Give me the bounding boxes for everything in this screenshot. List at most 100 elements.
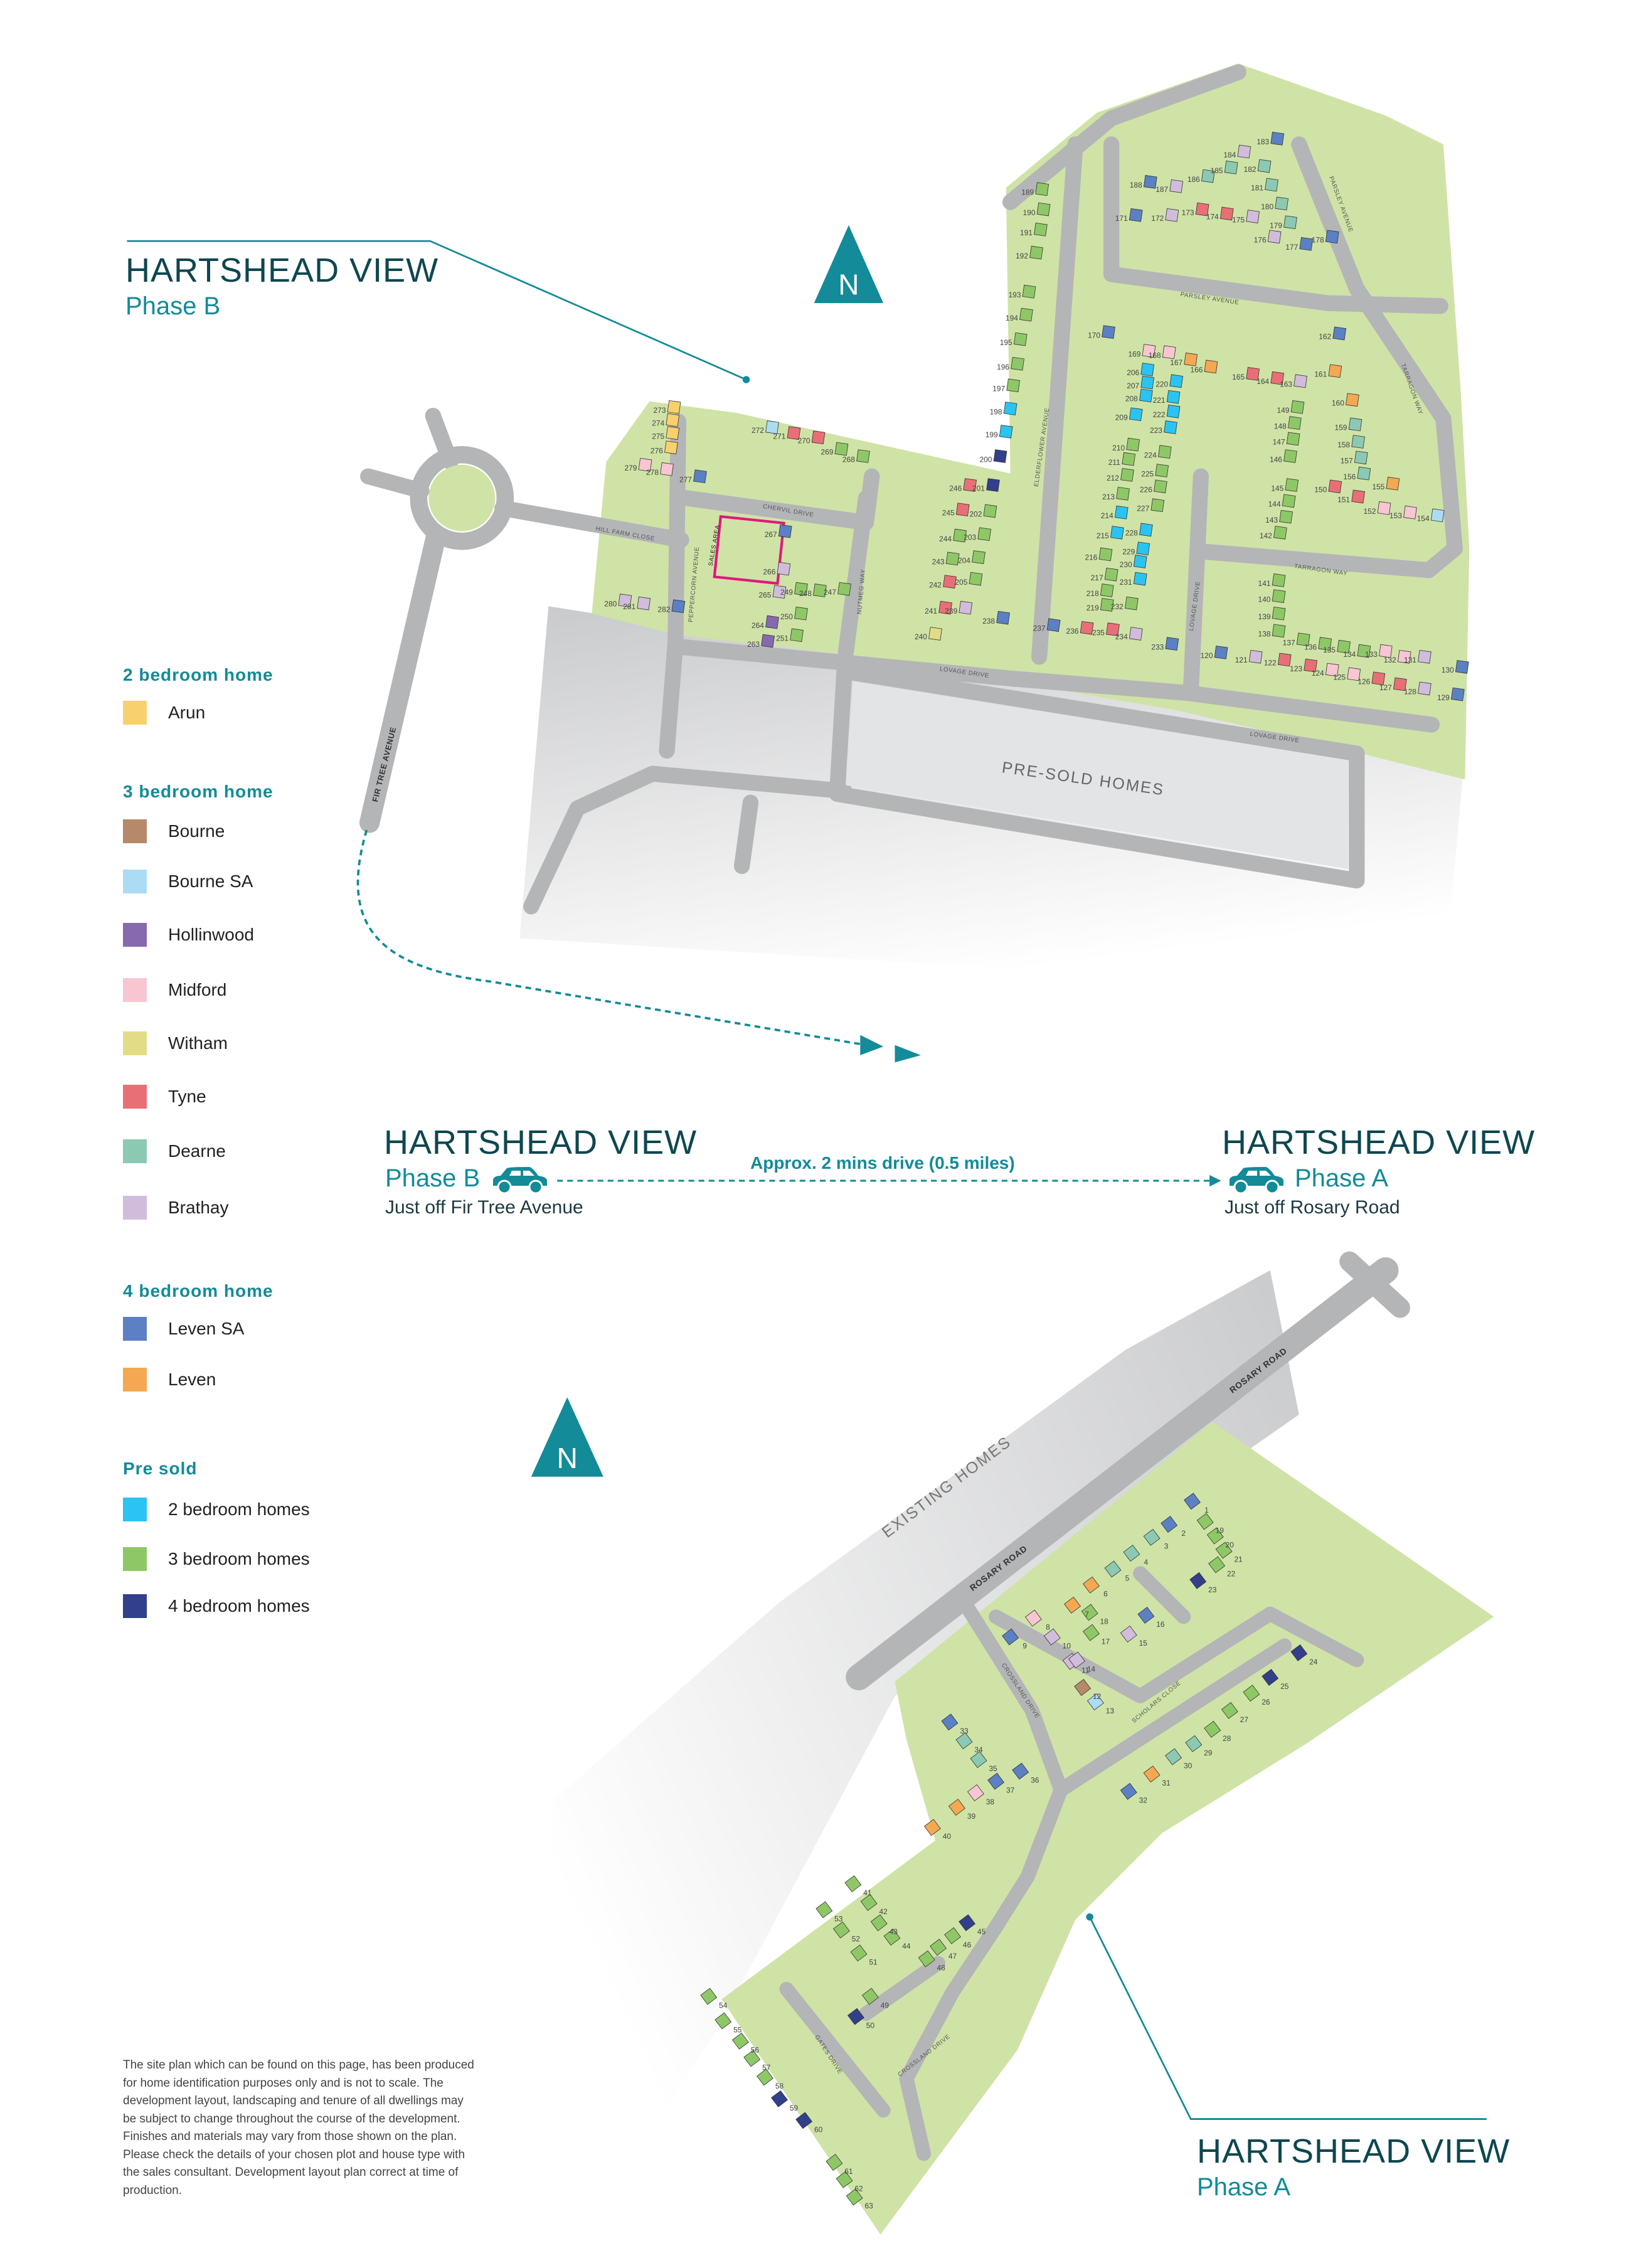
house-p2[interactable] xyxy=(1140,375,1155,390)
plot-number[interactable]: 48 xyxy=(937,1964,946,1973)
house-p3[interactable] xyxy=(1221,1701,1238,1719)
house-leven[interactable] xyxy=(1386,476,1400,491)
plot-number[interactable]: 123 xyxy=(1290,664,1302,673)
plot-number[interactable]: 174 xyxy=(1206,213,1219,221)
house-midford[interactable] xyxy=(1347,667,1361,681)
house-p3[interactable] xyxy=(1272,573,1286,587)
plot-number[interactable]: 170 xyxy=(1088,331,1100,339)
house-p2[interactable] xyxy=(1133,555,1147,568)
house-levensa[interactable] xyxy=(1102,325,1115,339)
house-p4[interactable] xyxy=(993,449,1007,463)
house-leven[interactable] xyxy=(1184,353,1198,366)
house-bournesa[interactable] xyxy=(1430,508,1445,523)
house-levensa[interactable] xyxy=(1270,132,1285,146)
plot-number[interactable]: 197 xyxy=(992,385,1005,393)
plot-number[interactable]: 22 xyxy=(1227,1569,1236,1578)
plot-number[interactable]: 130 xyxy=(1442,666,1454,674)
house-p3[interactable] xyxy=(826,2154,843,2171)
house-p3[interactable] xyxy=(945,551,960,566)
plot-number[interactable]: 155 xyxy=(1372,482,1384,491)
house-p3[interactable] xyxy=(1357,644,1371,658)
house-levensa[interactable] xyxy=(941,1713,959,1731)
house-p2[interactable] xyxy=(1110,526,1124,540)
house-levensa[interactable] xyxy=(1184,1493,1201,1510)
plot-number[interactable]: 216 xyxy=(1085,553,1097,562)
house-p3[interactable] xyxy=(1120,468,1134,482)
plot-number[interactable]: 26 xyxy=(1262,1698,1270,1706)
house-brathay[interactable] xyxy=(1165,208,1179,222)
plot-number[interactable]: 149 xyxy=(1277,406,1289,415)
plot-number[interactable]: 250 xyxy=(780,612,793,621)
house-p2[interactable] xyxy=(1136,541,1150,556)
house-p3[interactable] xyxy=(1019,307,1033,322)
house-p3[interactable] xyxy=(790,628,804,642)
house-p3[interactable] xyxy=(700,1988,718,2005)
house-brathay[interactable] xyxy=(1169,179,1184,193)
plot-number[interactable]: 192 xyxy=(1016,252,1028,260)
house-leven[interactable] xyxy=(1328,364,1342,378)
house-p3[interactable] xyxy=(1104,567,1118,582)
house-p3[interactable] xyxy=(1196,1513,1214,1530)
house-p2[interactable] xyxy=(1133,572,1147,586)
house-p4[interactable] xyxy=(1262,1669,1279,1686)
plot-number[interactable]: 181 xyxy=(1251,184,1263,193)
house-levensa[interactable] xyxy=(1012,1762,1029,1780)
house-arun[interactable] xyxy=(667,400,681,414)
house-tyne[interactable] xyxy=(943,575,957,589)
house-p3[interactable] xyxy=(856,449,870,463)
house-midford[interactable] xyxy=(1142,344,1156,358)
house-witham[interactable] xyxy=(928,627,942,641)
house-p3[interactable] xyxy=(1116,487,1130,501)
house-leven[interactable] xyxy=(1204,359,1218,374)
plot-number[interactable]: 38 xyxy=(986,1797,995,1806)
plot-number[interactable]: 214 xyxy=(1101,511,1113,520)
plot-number[interactable]: 34 xyxy=(974,1745,983,1754)
house-p3[interactable] xyxy=(1029,245,1043,260)
plot-number[interactable]: 162 xyxy=(1319,333,1331,341)
plot-number[interactable]: 121 xyxy=(1235,656,1248,664)
plot-number[interactable]: 274 xyxy=(652,419,664,428)
plot-number[interactable]: 218 xyxy=(1086,589,1099,598)
house-levensa[interactable] xyxy=(1214,646,1228,659)
house-leven[interactable] xyxy=(923,1819,941,1836)
plot-number[interactable]: 207 xyxy=(1127,381,1139,390)
plot-number[interactable]: 62 xyxy=(854,2185,863,2193)
plot-number[interactable]: 4 xyxy=(1144,1558,1149,1567)
house-midford[interactable] xyxy=(638,458,652,472)
house-dearne[interactable] xyxy=(1224,161,1238,174)
plot-number[interactable]: 33 xyxy=(960,1727,969,1735)
house-p3[interactable] xyxy=(1034,222,1048,237)
plot-number[interactable]: 179 xyxy=(1270,221,1282,230)
house-p4[interactable] xyxy=(1189,1572,1207,1589)
house-tyne[interactable] xyxy=(787,426,801,440)
plot-number[interactable]: 138 xyxy=(1258,630,1271,639)
plot-number[interactable]: 60 xyxy=(814,2125,823,2134)
plot-number[interactable]: 156 xyxy=(1343,472,1356,481)
plot-number[interactable]: 165 xyxy=(1232,373,1245,381)
plot-number[interactable]: 59 xyxy=(790,2104,799,2112)
house-midford[interactable] xyxy=(1162,345,1176,359)
house-bournesa[interactable] xyxy=(1086,1693,1104,1711)
plot-number[interactable]: 240 xyxy=(915,632,927,641)
house-tyne[interactable] xyxy=(1219,206,1234,221)
house-tyne[interactable] xyxy=(1246,367,1260,381)
house-p3[interactable] xyxy=(944,1927,962,1944)
plot-number[interactable]: 142 xyxy=(1260,531,1272,540)
plot-number[interactable]: 184 xyxy=(1223,151,1236,159)
plot-number[interactable]: 248 xyxy=(799,589,812,598)
plot-number[interactable]: 39 xyxy=(967,1812,976,1821)
plot-number[interactable]: 191 xyxy=(1020,228,1033,237)
house-midford[interactable] xyxy=(1397,650,1411,664)
house-dearne[interactable] xyxy=(1185,1735,1203,1752)
plot-number[interactable]: 211 xyxy=(1108,458,1120,467)
house-tyne[interactable] xyxy=(963,478,977,492)
house-p3[interactable] xyxy=(1206,1527,1224,1545)
house-p3[interactable] xyxy=(977,527,992,541)
house-levensa[interactable] xyxy=(1143,175,1157,189)
plot-number[interactable]: 229 xyxy=(1122,548,1135,556)
house-levensa[interactable] xyxy=(1325,230,1339,244)
house-levensa[interactable] xyxy=(996,610,1010,625)
house-hollin[interactable] xyxy=(761,634,775,648)
house-p2[interactable] xyxy=(1140,363,1155,376)
house-p4[interactable] xyxy=(986,478,1000,492)
